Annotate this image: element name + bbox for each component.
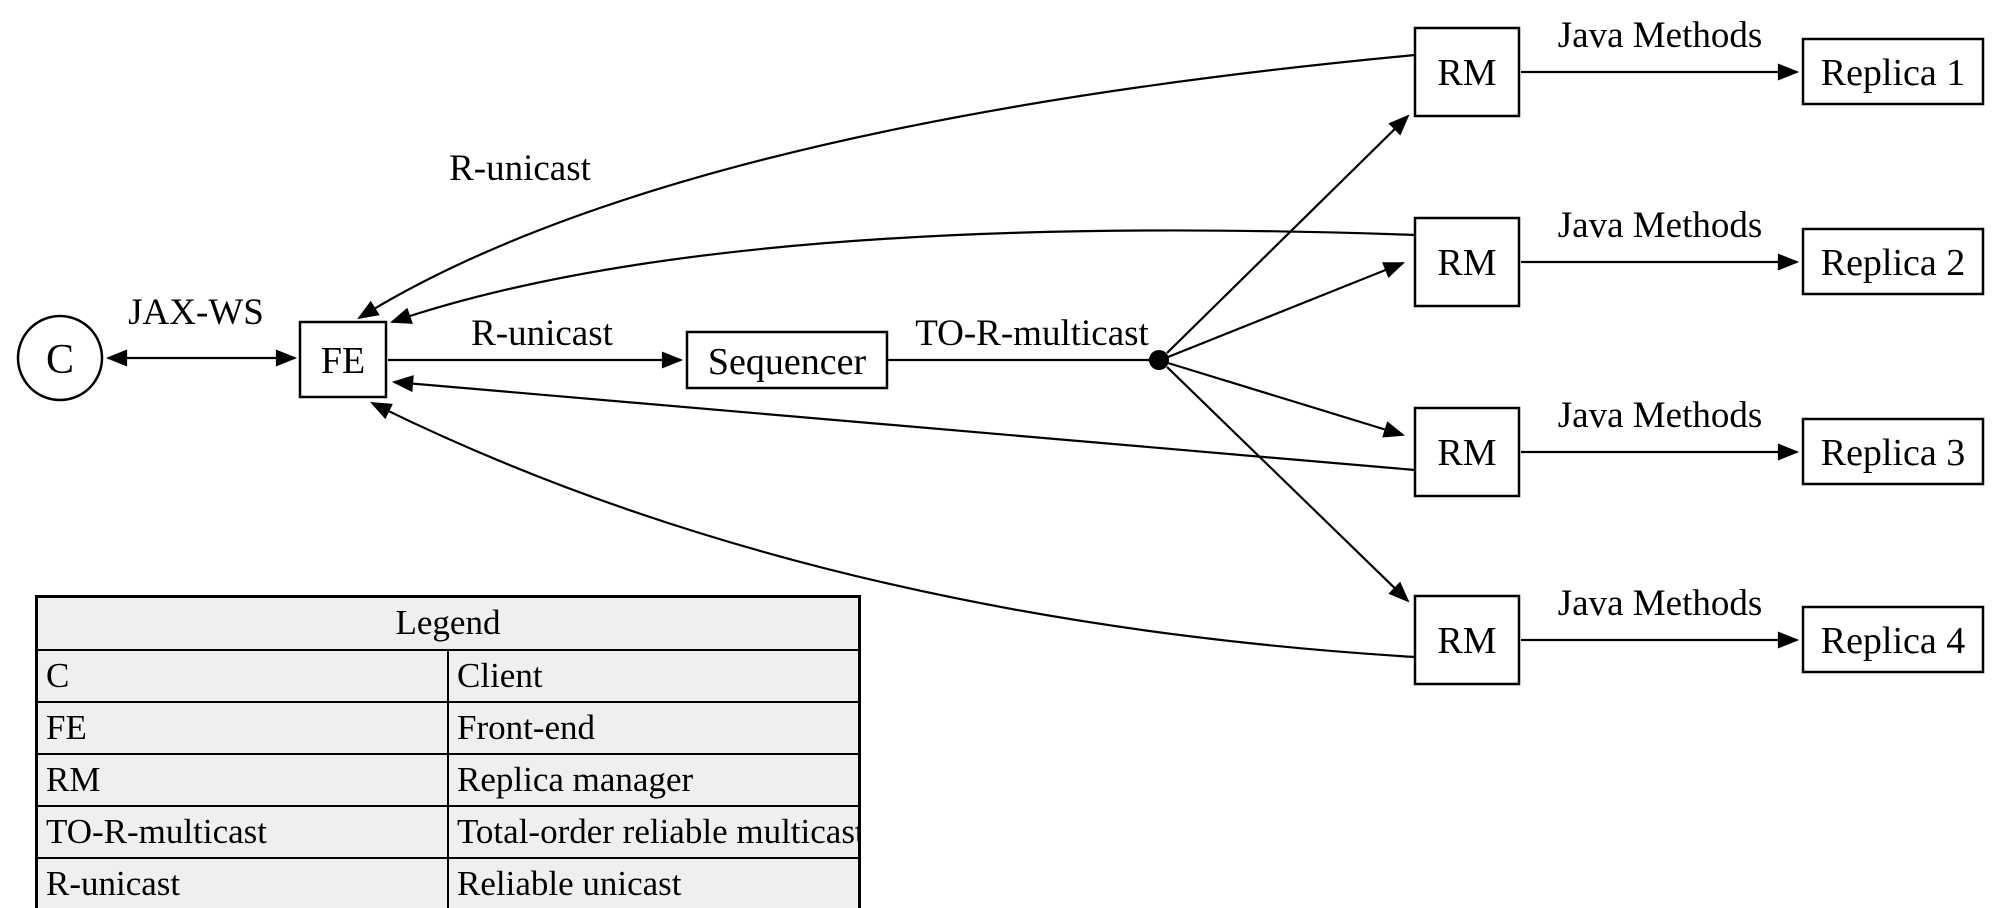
java-methods-label-2: Java Methods — [1558, 205, 1763, 246]
legend-key-frontend: FE — [35, 701, 449, 755]
to-r-multicast-label: TO-R-multicast — [915, 313, 1149, 354]
frontend-node — [298, 320, 388, 399]
legend-value-r-unicast: Reliable unicast — [447, 857, 861, 908]
edge-rm1-frontend-return — [357, 53, 1416, 320]
legend-key-rm: RM — [35, 753, 449, 807]
r-unicast-top-label: R-unicast — [449, 148, 592, 189]
legend-row-frontend: FE Front-end — [35, 701, 861, 755]
edge-multicast-rm1 — [1166, 114, 1410, 354]
replica-node-4 — [1801, 605, 1985, 674]
legend-row-r-unicast: R-unicast Reliable unicast — [35, 857, 861, 908]
edge-rm4-frontend-return — [370, 402, 1416, 659]
client-node — [16, 314, 104, 402]
replica-node-3 — [1801, 417, 1985, 486]
rm-node-2-label: RM — [1437, 242, 1496, 284]
legend-row-rm: RM Replica manager — [35, 753, 861, 807]
edge-rm2-frontend-return — [389, 229, 1416, 324]
legend-key-client: C — [35, 649, 449, 703]
rm-node-3-label: RM — [1437, 432, 1496, 474]
legend-table: Legend C Client FE Front-end RM Replica … — [35, 595, 861, 908]
java-methods-label-4: Java Methods — [1558, 583, 1763, 624]
edge-multicast-rm2 — [1167, 261, 1405, 359]
rm-node-1-label: RM — [1437, 52, 1496, 94]
edge-multicast-rm3 — [1167, 361, 1406, 438]
rm-node-4-label: RM — [1437, 620, 1496, 662]
replica-node-4-label: Replica 4 — [1821, 620, 1966, 662]
multicast-dot — [1149, 350, 1169, 370]
rm-node-3 — [1413, 406, 1521, 498]
legend-value-rm: Replica manager — [447, 753, 861, 807]
rm-node-1 — [1413, 26, 1521, 118]
rm-node-2 — [1413, 216, 1521, 308]
legend-title-row: Legend — [35, 595, 861, 651]
java-methods-label-1: Java Methods — [1558, 15, 1763, 56]
rm-node-4 — [1413, 594, 1521, 686]
legend-key-to-r-multicast: TO-R-multicast — [35, 805, 449, 859]
r-unicast-mid-label: R-unicast — [471, 313, 614, 354]
legend-row-client: C Client — [35, 649, 861, 703]
replica-node-2 — [1801, 227, 1985, 296]
replica-node-3-label: Replica 3 — [1821, 432, 1966, 474]
edge-multicast-rm4 — [1166, 366, 1410, 603]
legend-value-frontend: Front-end — [447, 701, 861, 755]
jax-ws-label: JAX-WS — [128, 292, 264, 333]
replica-node-2-label: Replica 2 — [1821, 242, 1966, 284]
edge-rm3-frontend-return — [391, 375, 1416, 472]
legend-value-client: Client — [447, 649, 861, 703]
legend-key-r-unicast: R-unicast — [35, 857, 449, 908]
sequencer-node-label: Sequencer — [708, 341, 867, 383]
client-node-label: C — [46, 337, 74, 383]
frontend-node-label: FE — [321, 340, 365, 382]
replica-node-1 — [1801, 37, 1985, 106]
legend-row-to-r-multicast: TO-R-multicast Total-order reliable mult… — [35, 805, 861, 859]
replica-node-1-label: Replica 1 — [1821, 52, 1966, 94]
legend-title: Legend — [35, 595, 861, 651]
legend-value-to-r-multicast: Total-order reliable multicast — [447, 805, 861, 859]
java-methods-label-3: Java Methods — [1558, 395, 1763, 436]
